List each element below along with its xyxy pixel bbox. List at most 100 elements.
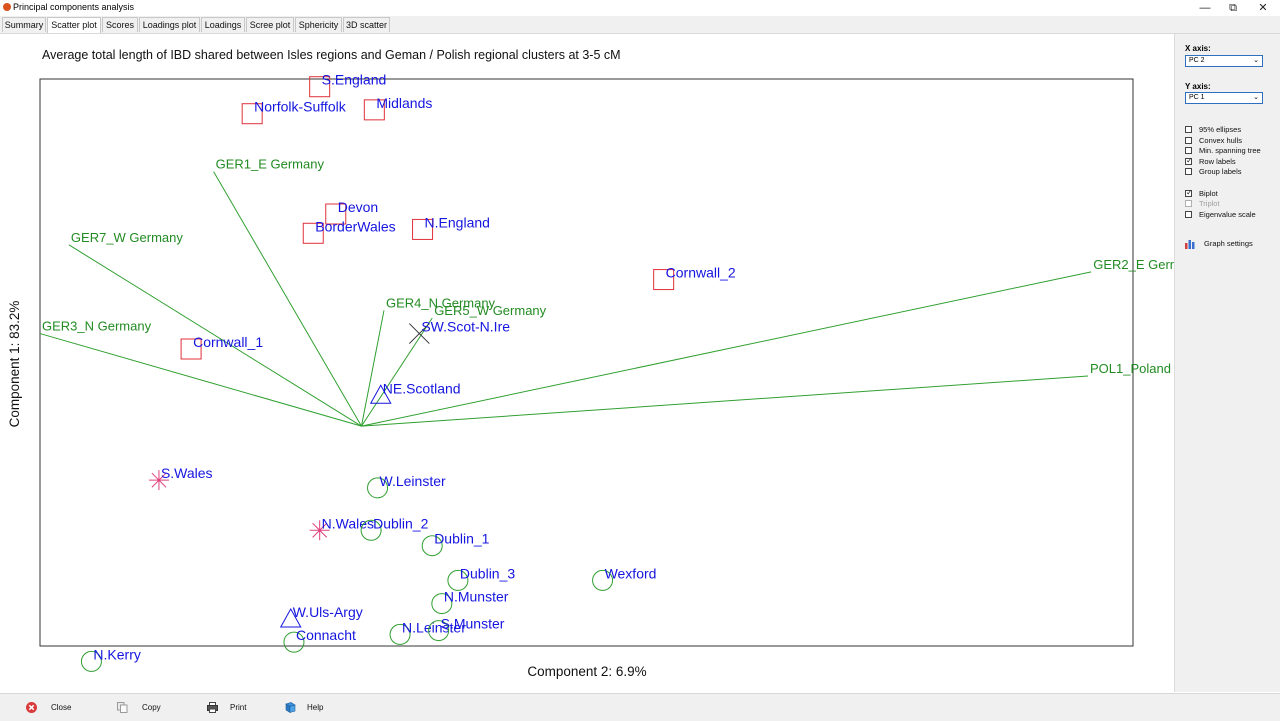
checkbox-box[interactable] — [1185, 168, 1192, 175]
point-label: Connacht — [296, 627, 356, 643]
checkbox-box[interactable]: ✓ — [1185, 156, 1193, 165]
copy-button[interactable]: Copy — [117, 694, 177, 721]
minimize-button[interactable]: — — [1199, 2, 1211, 14]
circle-marker — [447, 569, 469, 591]
x-axis-select[interactable]: PC 2 ⌄ — [1185, 55, 1263, 67]
point-label: Dublin_2 — [373, 515, 428, 531]
y-axis-select-value: PC 1 — [1189, 94, 1205, 101]
x-axis-select-value: PC 2 — [1189, 57, 1205, 64]
data-point: N.Leinster — [389, 619, 466, 645]
tab-sphericity[interactable]: Sphericity — [295, 17, 342, 32]
data-point: N.Wales — [309, 515, 374, 541]
point-label: Devon — [338, 199, 378, 215]
data-point: Connacht — [283, 627, 356, 653]
square-marker — [241, 103, 263, 125]
point-label: N.England — [425, 214, 490, 230]
right-options-panel: X axis: PC 2 ⌄ Y axis: PC 1 ⌄ 95% ellips… — [1174, 34, 1280, 692]
square-marker — [412, 218, 434, 240]
plot-frame — [39, 78, 1134, 647]
biplot-vector-line — [213, 171, 362, 427]
point-label: S.England — [322, 72, 387, 88]
data-point: NE.Scotland — [369, 380, 461, 404]
biplot-vector-label: GER3_N Germany — [42, 319, 152, 334]
check-icon: ✓ — [1186, 156, 1193, 165]
square-marker — [363, 99, 385, 121]
data-point: Dublin_2 — [360, 515, 429, 541]
data-point: Dublin_1 — [421, 531, 490, 557]
data-point: S.Munster — [428, 616, 505, 642]
point-label: W.Leinster — [380, 473, 446, 489]
help-button[interactable]: Help — [285, 694, 345, 721]
star-marker — [148, 470, 169, 491]
checkbox-box[interactable] — [1185, 137, 1192, 144]
data-point: N.England — [412, 214, 490, 240]
tab-3d-scatter[interactable]: 3D scatter — [343, 17, 390, 32]
circle-marker — [428, 620, 450, 642]
title-bar: Principal components analysis — ⧉ ✕ — [0, 0, 1280, 16]
biplot-vector-label: GER7_W Germany — [71, 230, 183, 245]
data-point: N.Munster — [431, 589, 509, 615]
point-label: Cornwall_1 — [193, 334, 263, 350]
cross-marker — [408, 323, 430, 344]
x-axis-label: Component 2: 6.9% — [527, 664, 646, 679]
y-axis-label: Component 1: 83.2% — [7, 301, 22, 428]
point-label: Dublin_3 — [460, 565, 515, 581]
data-point: S.England — [309, 72, 387, 98]
circle-marker — [389, 623, 411, 645]
checkbox-label: 95% ellipses — [1199, 125, 1242, 134]
tab-loadings-plot[interactable]: Loadings plot — [139, 17, 200, 32]
data-point: W.Leinster — [367, 473, 446, 499]
checkbox-label: Group labels — [1199, 167, 1242, 176]
point-label: Norfolk-Suffolk — [254, 99, 347, 115]
checkbox-label: Min. spanning tree — [1199, 146, 1261, 155]
biplot-vector-label: GER5_W Germany — [434, 303, 546, 318]
close-window-button[interactable]: ✕ — [1258, 2, 1268, 14]
checkbox-box[interactable] — [1185, 147, 1192, 154]
y-axis-select-label: Y axis: — [1185, 82, 1211, 91]
tab-loadings[interactable]: Loadings — [201, 17, 245, 32]
chevron-down-icon: ⌄ — [1253, 57, 1259, 64]
point-label: S.Wales — [161, 465, 213, 481]
tab-scores[interactable]: Scores — [102, 17, 138, 32]
print-button[interactable]: Print — [207, 694, 267, 721]
data-point: W.Uls-Argy — [279, 604, 363, 628]
square-marker — [180, 338, 202, 360]
checkbox-label: Triplot — [1199, 199, 1220, 208]
maximize-button[interactable]: ⧉ — [1229, 2, 1237, 14]
checkbox-label: Row labels — [1199, 157, 1236, 166]
point-label: Dublin_1 — [434, 531, 489, 547]
triangle-marker — [369, 384, 392, 404]
biplot-vector-line — [68, 244, 362, 427]
close-button[interactable]: Close — [26, 694, 86, 721]
data-point: Wexford — [592, 565, 656, 591]
biplot-vector-label: GER4_N Germany — [386, 295, 496, 310]
circle-marker — [592, 569, 614, 591]
point-label: NE.Scotland — [383, 380, 461, 396]
point-label: Cornwall_2 — [666, 265, 736, 281]
help-label: Help — [307, 703, 324, 712]
tab-scree-plot[interactable]: Scree plot — [246, 17, 294, 32]
biplot-vector-line — [361, 317, 433, 427]
checkbox-box[interactable] — [1185, 211, 1192, 218]
tab-summary[interactable]: Summary — [2, 17, 46, 32]
checkbox-box[interactable]: ✓ — [1185, 188, 1193, 197]
data-point: Cornwall_1 — [180, 334, 263, 360]
biplot-vector-line — [361, 271, 1092, 427]
circle-marker — [421, 535, 443, 557]
checkbox-label: Biplot — [1199, 189, 1218, 198]
square-marker — [302, 222, 324, 244]
x-axis-select-label: X axis: — [1185, 44, 1211, 53]
close-icon — [26, 702, 37, 713]
copy-icon — [117, 702, 128, 713]
data-point: Norfolk-Suffolk — [241, 99, 347, 125]
checkbox-box[interactable] — [1185, 126, 1192, 133]
square-marker — [309, 76, 331, 98]
y-axis-select[interactable]: PC 1 ⌄ — [1185, 92, 1263, 104]
point-label: SW.Scot-N.Ire — [421, 319, 510, 335]
circle-marker — [367, 477, 389, 499]
circle-marker — [283, 631, 305, 653]
data-point: Midlands — [363, 95, 432, 121]
chevron-down-icon: ⌄ — [1253, 94, 1259, 101]
tab-scatter-plot[interactable]: Scatter plot — [47, 17, 101, 33]
